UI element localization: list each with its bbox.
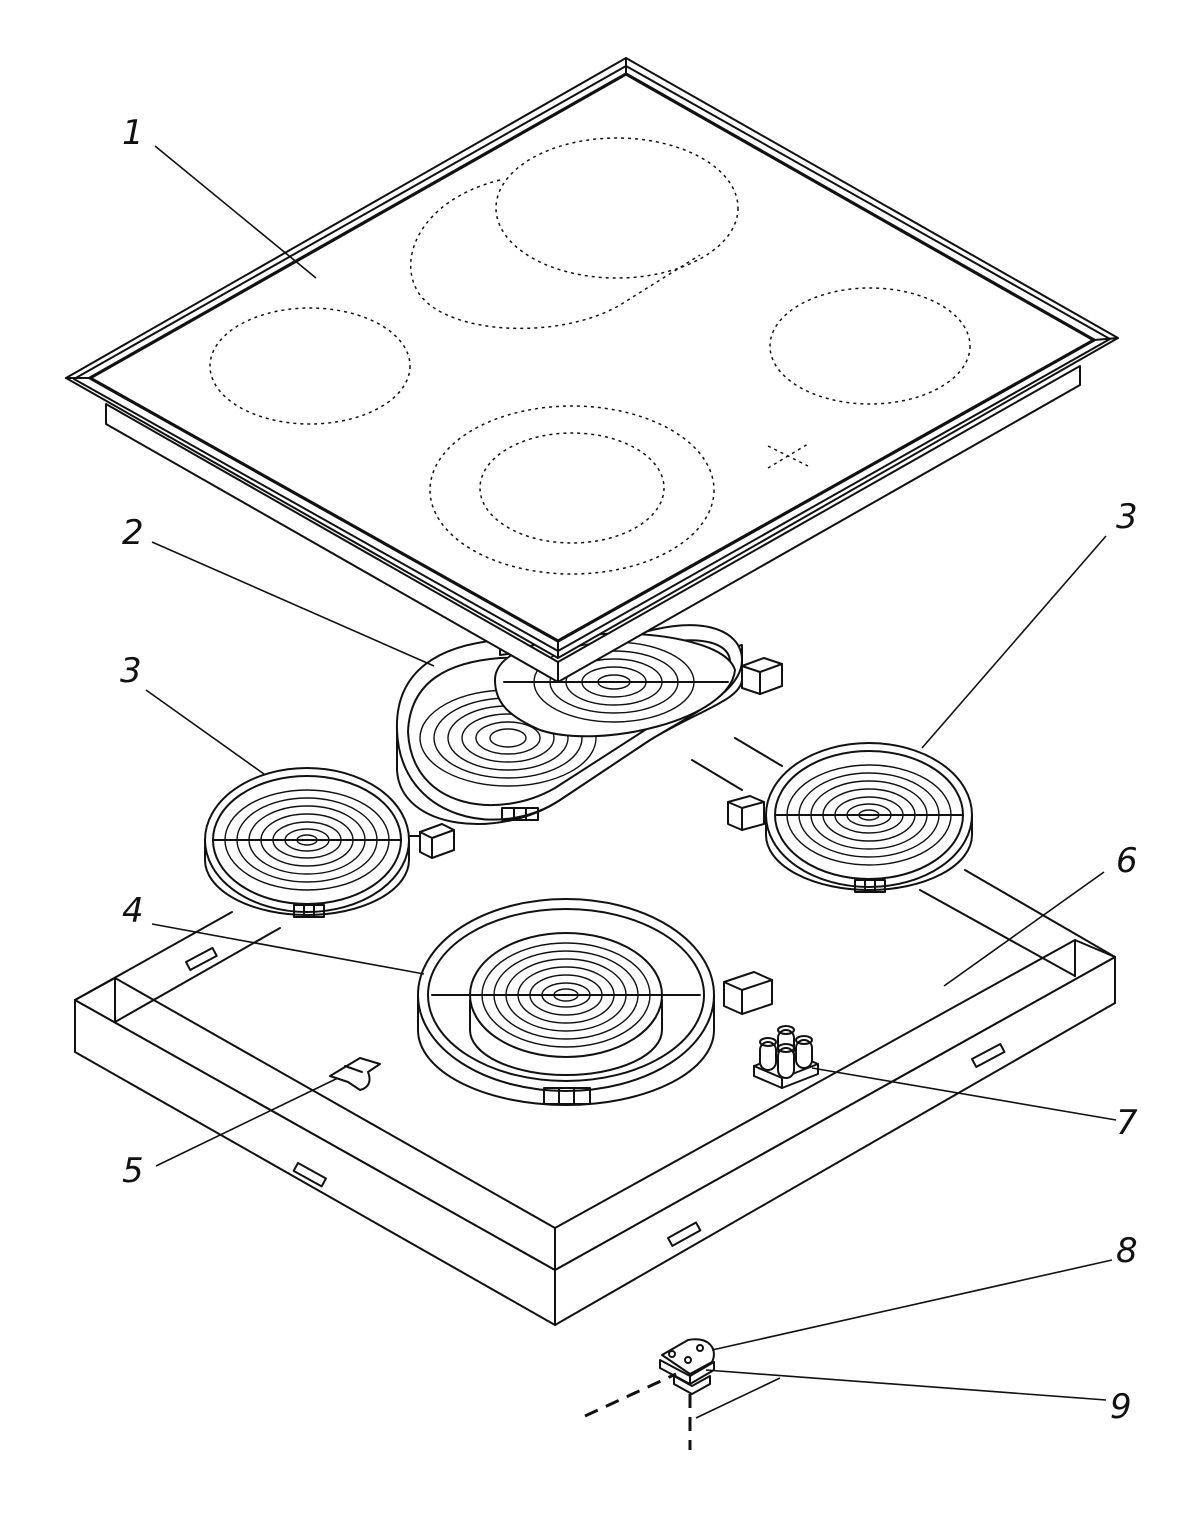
label-8: 8: [1116, 1231, 1138, 1271]
large-heating-element: [417, 898, 773, 1106]
fixing-clip: [329, 1057, 381, 1091]
label-6: 6: [1116, 841, 1138, 881]
left-heating-element: [204, 767, 455, 918]
label-5: 5: [122, 1151, 144, 1191]
terminal-block: [753, 1025, 819, 1089]
sensor-assembly: [584, 1338, 715, 1450]
label-7: 7: [1116, 1103, 1138, 1143]
label-3-right: 3: [1116, 497, 1138, 537]
label-1: 1: [122, 113, 144, 153]
right-heating-element: [727, 742, 973, 893]
dual-oval-heating-element: [395, 624, 783, 825]
base-tray: [74, 869, 1116, 1326]
label-2: 2: [122, 513, 144, 553]
label-4: 4: [122, 891, 144, 931]
label-3-left: 3: [120, 651, 142, 691]
part-number-labels: 1 2 3 3 4 5 6 7 8 9: [120, 113, 1138, 1427]
leader-lines: [145, 145, 1117, 1419]
ceramic-glass-top: [65, 57, 1119, 683]
label-9: 9: [1110, 1387, 1132, 1427]
